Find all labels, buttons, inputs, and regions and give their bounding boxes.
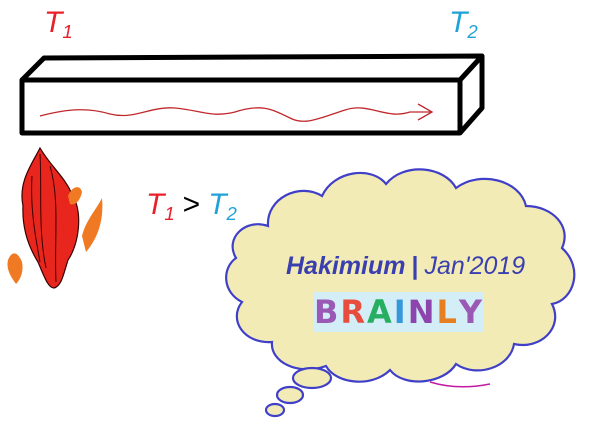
brand-letter: L	[436, 293, 459, 331]
temperature-comparison: T1>T2	[146, 188, 237, 223]
cloud-caption: Hakimium|Jan'2019	[286, 252, 525, 281]
caption-date: Jan'2019	[424, 252, 526, 280]
brand-letter: N	[407, 293, 437, 331]
t1-label: T1	[44, 6, 73, 41]
t2-letter: T	[449, 6, 468, 39]
brand-letter: Y	[458, 293, 485, 331]
comparison-operator: >	[182, 188, 201, 221]
t1-subscript: 1	[62, 20, 73, 42]
brainly-logo: B R A I N L Y	[314, 292, 484, 332]
cmp-t2-subscript: 2	[226, 202, 237, 224]
cmp-t2-letter: T	[208, 188, 227, 221]
t1-letter: T	[44, 6, 63, 39]
t2-label: T2	[449, 6, 478, 41]
cmp-t1-subscript: 1	[164, 202, 175, 224]
heat-flow-arrow	[39, 103, 434, 122]
author-name: Hakimium	[286, 252, 406, 280]
brand-letter: A	[367, 293, 394, 331]
caption-separator: |	[411, 252, 419, 280]
brand-letter: B	[313, 293, 341, 331]
t2-subscript: 2	[467, 20, 478, 42]
brand-letter: R	[340, 293, 368, 331]
flame-icon	[7, 146, 103, 289]
decorative-squiggle	[429, 381, 491, 388]
metal-rod	[19, 53, 485, 136]
thought-cloud	[225, 168, 576, 418]
brand-letter: I	[393, 293, 408, 331]
cmp-t1-letter: T	[146, 188, 165, 221]
